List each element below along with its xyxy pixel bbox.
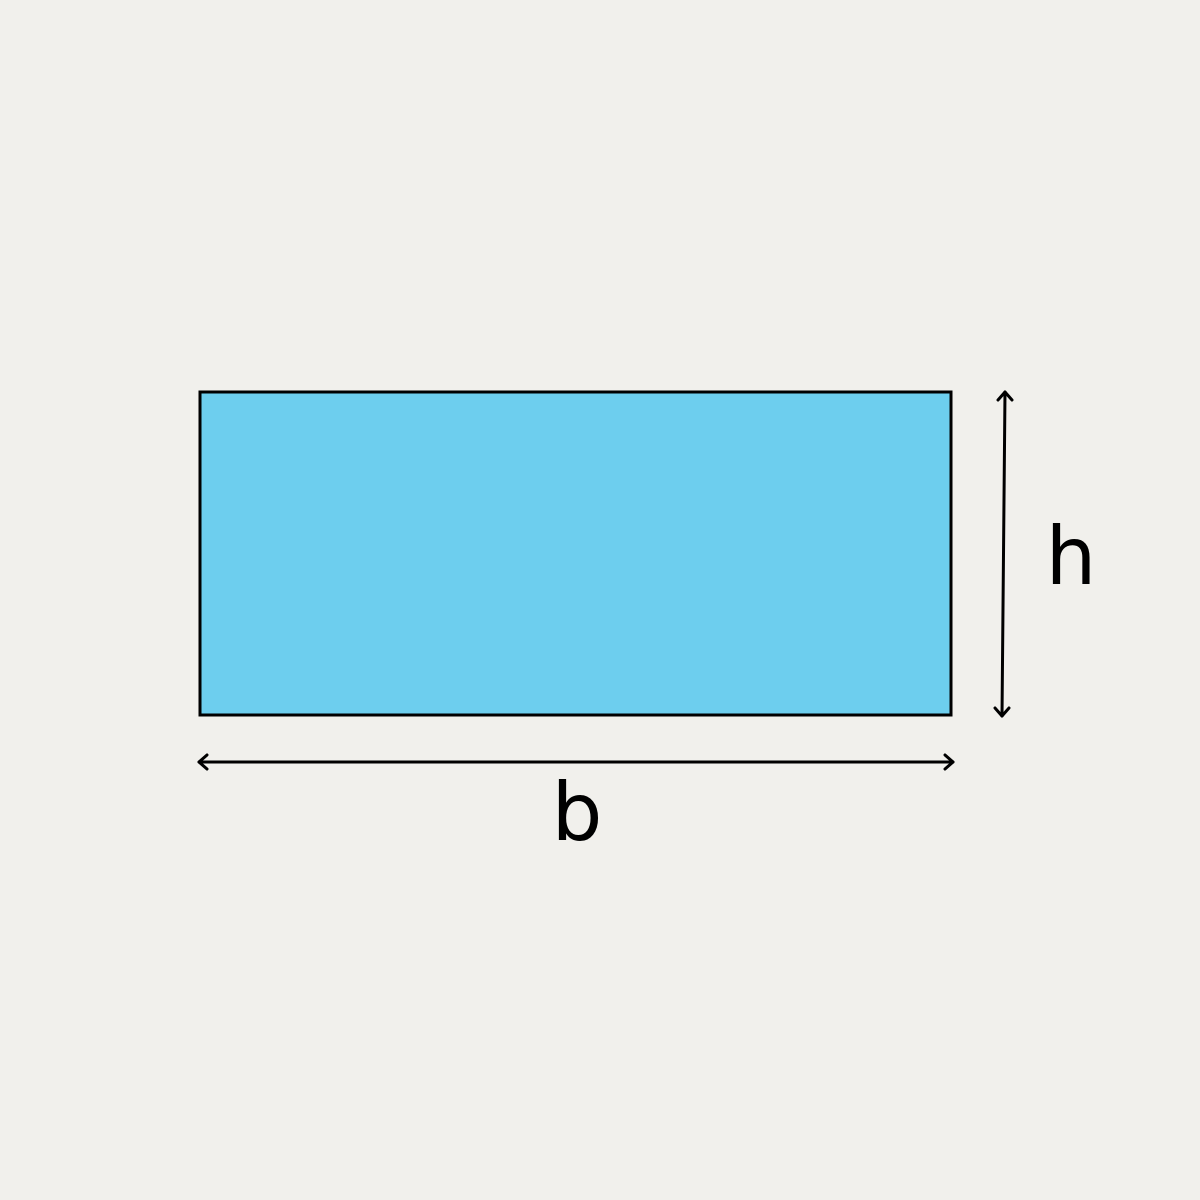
base-arrowhead-left — [197, 753, 209, 771]
base-arrowhead-right — [943, 753, 955, 771]
base-label: b — [552, 766, 603, 859]
rectangle-shape — [198, 390, 953, 717]
height-arrowhead-bottom — [993, 706, 1011, 718]
base-dimension-arrow — [197, 753, 955, 771]
height-arrowhead-top — [996, 390, 1014, 402]
height-dimension-arrow — [993, 390, 1014, 718]
height-label: h — [1046, 510, 1097, 603]
